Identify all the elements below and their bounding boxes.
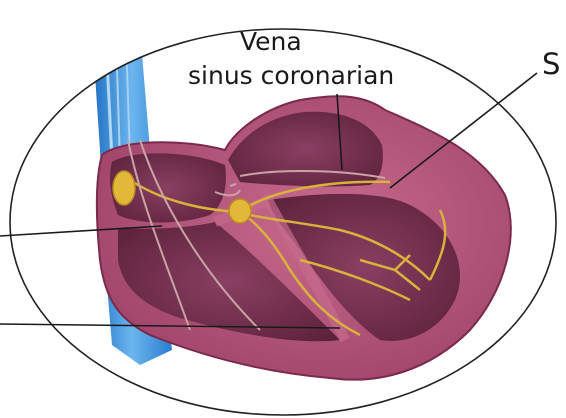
heart-body — [97, 96, 511, 379]
atrioventricular-node — [229, 199, 251, 223]
label-vena: Vena — [240, 27, 302, 57]
label-sinus-coronarian: sinus coronarian — [188, 61, 394, 91]
label-partial-s: S — [542, 47, 560, 81]
sinoatrial-node — [113, 171, 135, 205]
